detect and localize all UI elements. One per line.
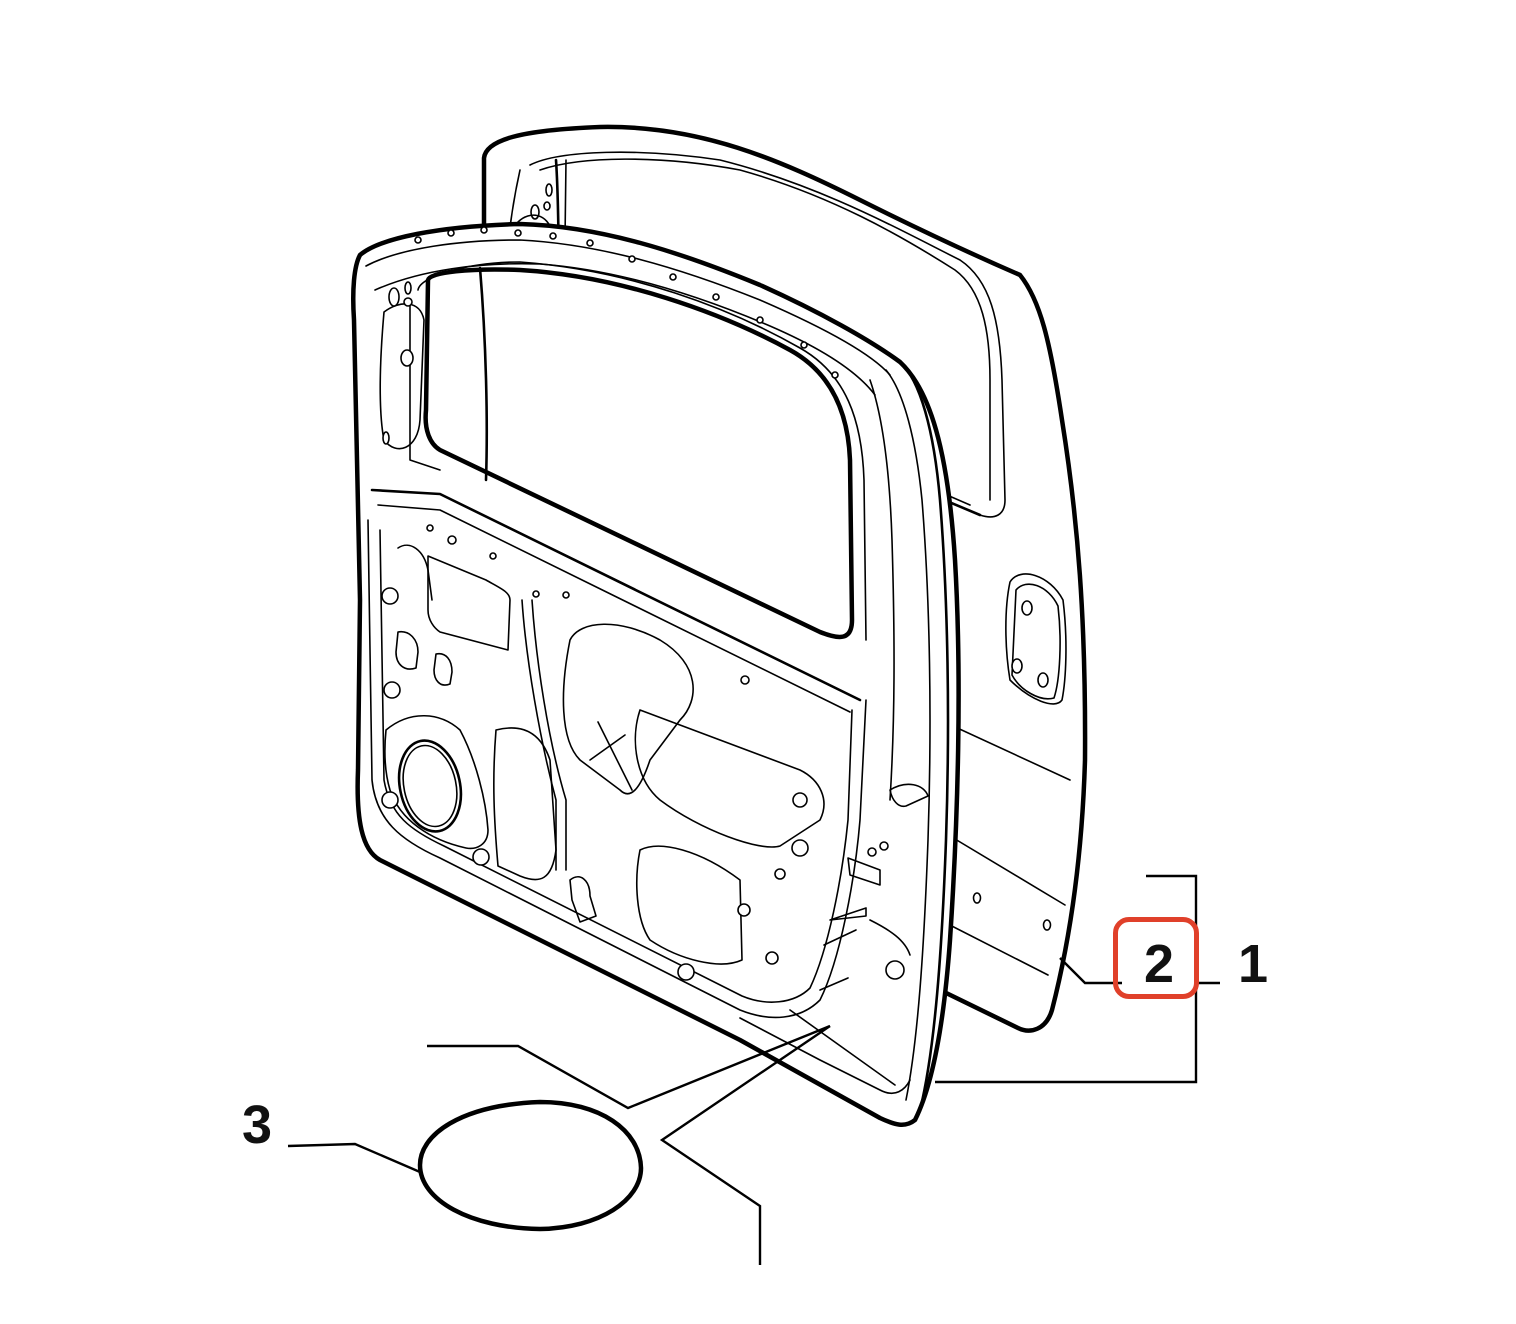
callout-label-1[interactable]: 1 (1238, 934, 1269, 994)
top-rivet-holes (414, 226, 839, 379)
callout-label-2[interactable]: 2 (1144, 934, 1175, 994)
callout-label-3[interactable]: 3 (242, 1095, 273, 1155)
inner-door-shell (351, 221, 961, 1127)
callout-2-highlight-box (1113, 917, 1199, 999)
plug-seal-part (417, 1099, 644, 1232)
